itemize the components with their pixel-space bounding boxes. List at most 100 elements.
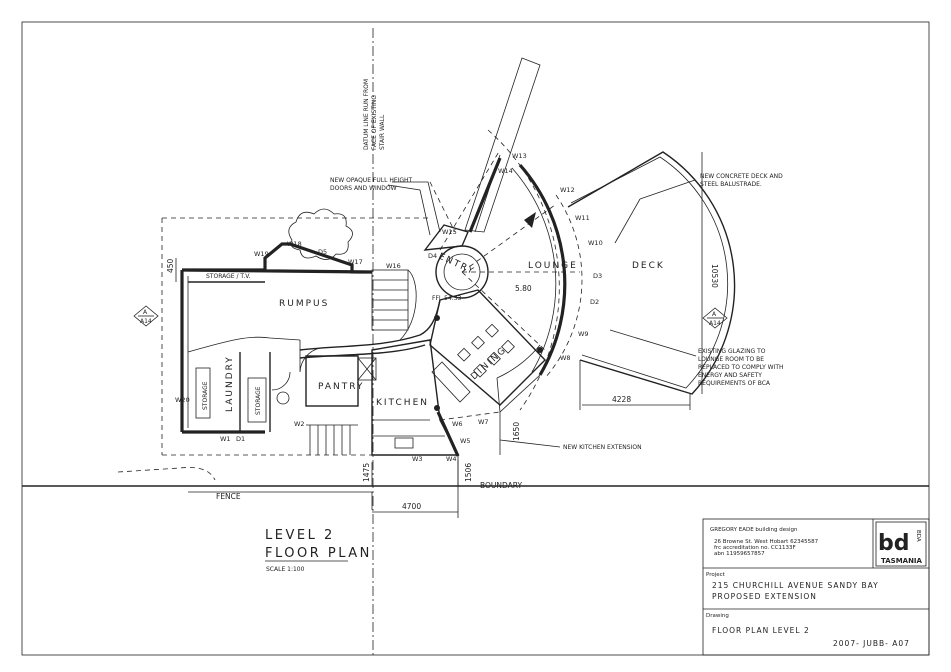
svg-text:PROPOSED EXTENSION: PROPOSED EXTENSION: [712, 592, 817, 601]
entry-wedge: [392, 157, 502, 251]
dining-wing: [429, 289, 546, 406]
svg-text:W16: W16: [386, 262, 401, 270]
dim-1475: 1475: [362, 463, 371, 482]
opening-tags: W1 W2 W3 W4 W5 W6 W7 W8 W9 W10 W11 W12 W…: [175, 152, 603, 463]
sheet-border: [21, 21, 930, 656]
svg-text:frc accreditation no. CC1133F: frc accreditation no. CC1133F: [714, 545, 796, 551]
svg-text:W9: W9: [578, 330, 589, 338]
svg-text:abn 11959657857: abn 11959657857: [714, 551, 765, 557]
room-storage-a: STORAGE: [202, 381, 209, 410]
dim-580: 5.80: [515, 284, 532, 293]
note-deck: NEW CONCRETE DECK AND STEEL BALUSTRADE.: [700, 173, 783, 188]
svg-text:A14: A14: [140, 318, 152, 325]
dim-4700: 4700: [402, 502, 421, 511]
svg-text:W8: W8: [560, 354, 571, 362]
svg-text:A: A: [143, 309, 148, 316]
svg-text:W3: W3: [412, 455, 423, 463]
room-storage-tv: STORAGE / T.V.: [206, 273, 251, 280]
svg-text:NEW OPAQUE FULL HEIGHT: NEW OPAQUE FULL HEIGHT: [330, 177, 413, 184]
dim-ffl: FFL 54.33: [432, 295, 462, 302]
svg-text:W7: W7: [478, 418, 489, 426]
svg-text:NEW CONCRETE DECK AND: NEW CONCRETE DECK AND: [700, 173, 783, 180]
site-lines: [22, 467, 929, 510]
drawing-title: LEVEL 2 FLOOR PLAN SCALE 1:100: [265, 528, 369, 573]
room-lounge: LOUNGE: [528, 261, 578, 271]
svg-text:D3: D3: [593, 272, 602, 280]
svg-text:W10: W10: [588, 239, 603, 247]
room-entry: ENTRY: [437, 252, 477, 278]
svg-text:26 Browne St. West Hobart 623: 26 Browne St. West Hobart 62345587: [714, 539, 819, 545]
room-pantry: PANTRY: [318, 382, 364, 392]
tree-symbol: [288, 208, 353, 260]
svg-text:A14: A14: [709, 320, 721, 327]
note-opaque-doors: NEW OPAQUE FULL HEIGHT DOORS AND WINDOW: [330, 177, 413, 192]
room-dining: DINING: [469, 345, 509, 382]
svg-text:W2: W2: [294, 420, 305, 428]
svg-text:STEEL BALUSTRADE.: STEEL BALUSTRADE.: [700, 181, 762, 188]
dim-10530: 10530: [710, 264, 719, 288]
svg-text:W1: W1: [220, 435, 231, 443]
leaders: [387, 179, 697, 448]
room-deck: DECK: [632, 261, 665, 271]
label-fence: FENCE: [216, 492, 241, 501]
svg-text:FLOOR PLAN LEVEL 2: FLOOR PLAN LEVEL 2: [712, 626, 810, 635]
svg-text:W12: W12: [560, 186, 575, 194]
svg-text:A: A: [712, 311, 717, 318]
svg-text:ENERGY AND SAFETY: ENERGY AND SAFETY: [698, 372, 762, 379]
dimension-lines: [175, 152, 703, 518]
svg-text:Project: Project: [706, 572, 726, 578]
svg-text:TASMANIA: TASMANIA: [881, 557, 923, 565]
svg-text:GREGORY EADE building design: GREGORY EADE building design: [710, 527, 798, 533]
svg-text:W13: W13: [512, 152, 527, 160]
svg-text:W5: W5: [460, 437, 471, 445]
svg-text:W19: W19: [254, 250, 269, 258]
dim-1650: 1650: [512, 422, 521, 441]
section-marker-right: A A14: [702, 307, 728, 329]
svg-text:W18: W18: [287, 240, 302, 248]
main-block: [161, 217, 430, 456]
note-glazing: EXISTING GLAZING TO LOUNGE ROOM TO BE RE…: [698, 348, 784, 387]
svg-text:2007- JUBB- A07: 2007- JUBB- A07: [833, 639, 910, 648]
svg-text:bd: bd: [878, 531, 910, 556]
svg-text:D1: D1: [236, 435, 245, 443]
svg-text:W20: W20: [175, 396, 190, 404]
datum-note: DATUM LINE RUN FROM FACE OF EXISTING STA…: [363, 79, 386, 150]
svg-text:REQUIREMENTS OF BCA: REQUIREMENTS OF BCA: [698, 380, 771, 387]
lounge-bay: [487, 129, 567, 413]
svg-text:W17: W17: [348, 258, 363, 266]
note-kitchen-extension: NEW KITCHEN EXTENSION: [563, 444, 642, 451]
svg-text:Drawing: Drawing: [706, 613, 729, 619]
north-arrow-marker: [524, 212, 536, 228]
svg-text:W6: W6: [452, 420, 463, 428]
svg-text:W15: W15: [442, 228, 457, 236]
dim-450: 450: [166, 258, 175, 273]
svg-text:SCALE 1:100: SCALE 1:100: [266, 566, 305, 573]
title-block: GREGORY EADE building design 26 Browne S…: [702, 518, 930, 656]
svg-text:W4: W4: [446, 455, 457, 463]
svg-text:DOORS AND WINDOW: DOORS AND WINDOW: [330, 185, 397, 192]
svg-text:LOUNGE ROOM TO BE: LOUNGE ROOM TO BE: [698, 356, 764, 363]
svg-text:D5: D5: [318, 248, 327, 256]
svg-text:STAIR WALL: STAIR WALL: [379, 114, 386, 150]
svg-text:W11: W11: [575, 214, 590, 222]
svg-text:D4: D4: [428, 252, 437, 260]
room-kitchen: KITCHEN: [376, 398, 429, 408]
svg-text:DATUM LINE RUN FROM: DATUM LINE RUN FROM: [363, 79, 370, 150]
dim-4228: 4228: [612, 395, 631, 404]
svg-text:D2: D2: [590, 298, 599, 306]
svg-text:EXISTING GLAZING TO: EXISTING GLAZING TO: [698, 348, 766, 355]
svg-text:W14: W14: [498, 167, 513, 175]
deck: [544, 151, 736, 395]
svg-text:BDA: BDA: [915, 530, 921, 542]
bda-logo: bd BDA TASMANIA: [875, 521, 927, 567]
svg-text:LEVEL 2: LEVEL 2: [265, 528, 335, 543]
label-boundary: BOUNDARY: [480, 481, 523, 490]
svg-text:215 CHURCHILL AVENUE SANDY BAY: 215 CHURCHILL AVENUE SANDY BAY: [712, 581, 879, 590]
dim-1506: 1506: [464, 463, 473, 482]
stair-hall: [299, 269, 441, 359]
svg-text:REPLACED TO COMPLY WITH: REPLACED TO COMPLY WITH: [698, 364, 784, 371]
room-rumpus: RUMPUS: [279, 299, 329, 309]
kitchen-block: [305, 339, 501, 457]
section-marker-left: A A14: [133, 305, 159, 327]
